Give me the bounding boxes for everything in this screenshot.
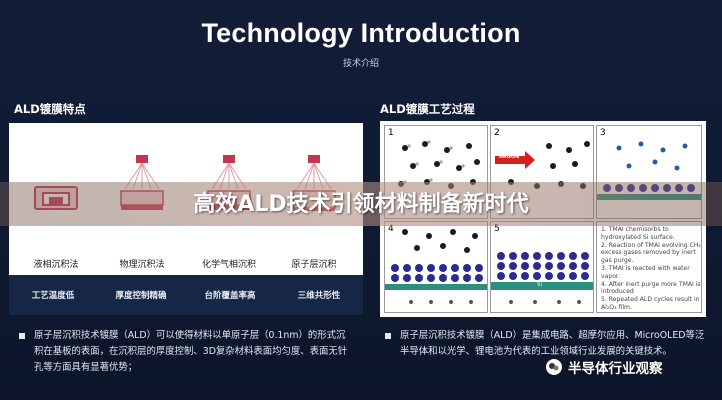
watermark: 半导体行业观察	[545, 356, 663, 378]
bullet-square-icon	[385, 333, 391, 339]
method-label: 化学气相沉积	[201, 260, 256, 270]
argon-arrow-icon	[495, 151, 535, 169]
process-step-cell: 4	[384, 221, 488, 313]
process-step-text: 2. Reaction of TMAI evolving CH₄ excess …	[601, 241, 701, 264]
bullet-text: 原子层沉积技术镀膜（ALD）是集成电路、超摩尔应用、MicroOLED等泛半导体…	[400, 330, 705, 357]
method-label: 液相沉积法	[33, 260, 79, 270]
process-step-text: 4. After inert purge more TMAI is introd…	[601, 280, 701, 296]
method-label: 原子层沉积	[291, 260, 337, 270]
right-section-heading: ALD镀膜工艺过程	[380, 102, 475, 116]
page-subtitle: 技术介绍	[342, 59, 379, 69]
feature-precise-thickness: 厚度控制精确	[115, 291, 167, 301]
molecule-diagram	[491, 252, 593, 304]
wechat-logo-icon	[546, 359, 562, 375]
banner-band	[0, 182, 722, 226]
bullet-right: 原子层沉积技术镀膜（ALD）是集成电路、超摩尔应用、MicroOLED等泛半导体…	[385, 328, 710, 360]
method-label: 物理沉积法	[119, 260, 165, 270]
step-number: 3	[600, 128, 606, 138]
bullet-text: 原子层沉积技术镀膜（ALD）可以使得材料以单原子层（0.1nm）的形式沉积在基板…	[34, 330, 348, 373]
bullet-square-icon	[19, 333, 25, 339]
bullet-left: 原子层沉积技术镀膜（ALD）可以使得材料以单原子层（0.1nm）的形式沉积在基板…	[19, 328, 354, 376]
silicon-label: Si	[537, 282, 543, 288]
left-section-heading: ALD镀膜特点	[14, 102, 86, 116]
molecule-diagram	[385, 229, 487, 304]
process-step-text: 1. TMAI chemisorbs to hydroxylated Si su…	[601, 226, 675, 241]
step-number: 5	[494, 224, 500, 234]
feature-step-coverage: 台阶覆盖率高	[204, 291, 256, 301]
step-number: 2	[494, 128, 500, 138]
step-number: 4	[388, 224, 394, 234]
page-title: Technology Introduction	[201, 18, 521, 48]
argon-label: ARGON	[499, 154, 520, 160]
feature-low-temperature: 工艺温度低	[31, 291, 75, 301]
process-steps-list: 1. TMAI chemisorbs to hydroxylated Si su…	[601, 226, 701, 312]
feature-conformality: 三维共形性	[297, 291, 341, 301]
process-step-text: 3. TMAI is reacted with water vapor.	[601, 264, 690, 280]
features-bar: 工艺温度低 厚度控制精确 台阶覆盖率高 三维共形性	[9, 275, 363, 315]
process-step-cell: 1. TMAI chemisorbs to hydroxylated Si su…	[596, 221, 702, 313]
step-number: 1	[388, 128, 394, 138]
headline-banner: 高效ALD技术引领材料制备新时代	[193, 192, 529, 217]
process-step-text: 5. Repeated ALD cycles result in Al₂O₃ f…	[601, 296, 700, 311]
watermark-text: 半导体行业观察	[568, 361, 663, 377]
process-step-cell: 5 Si	[490, 221, 594, 313]
